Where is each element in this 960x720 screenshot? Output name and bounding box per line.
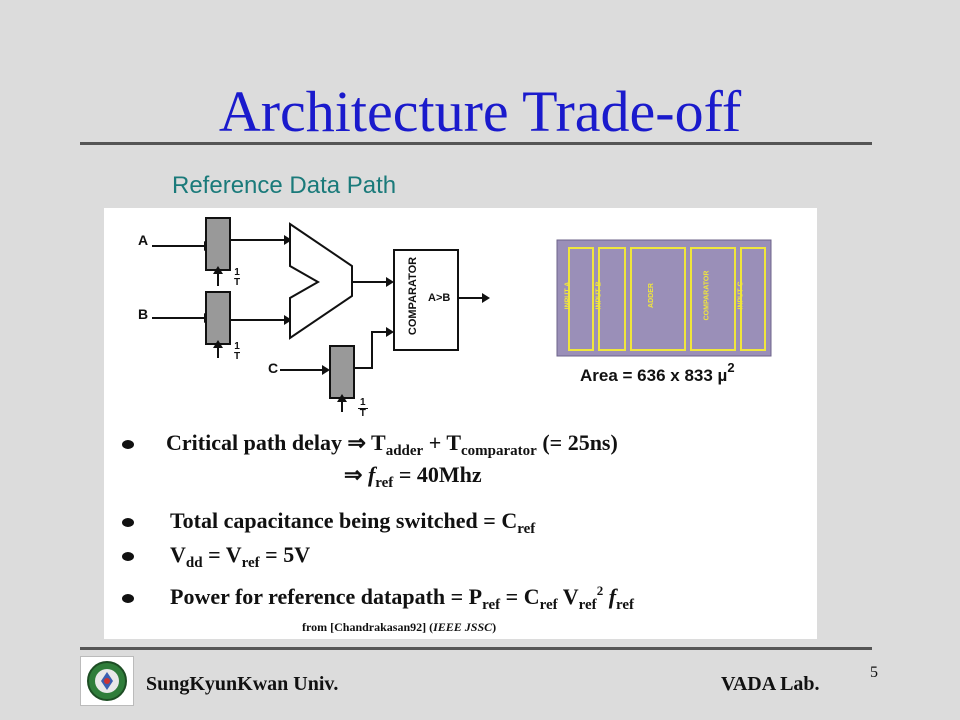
layout-block-input-c: INPUT C [737, 281, 745, 310]
text: = V [202, 542, 242, 567]
subscript: ref [482, 597, 501, 613]
layout-block-input-a: INPUT A [564, 281, 572, 310]
citation: from [Chandrakasan92] (IEEE JSSC) [302, 620, 496, 635]
text: = C [500, 584, 540, 609]
input-c-label: C [268, 360, 279, 376]
slide-title: Architecture Trade-off [218, 79, 742, 144]
text: = 5V [259, 542, 311, 567]
journal: IEEE JSSC [433, 620, 493, 634]
bullet-dot [122, 594, 134, 603]
comparator-op: A>B [428, 292, 451, 304]
layout-block-input-b: INPUT B [595, 281, 603, 310]
clock-c-num: 1 [358, 397, 368, 409]
subscript: ref [517, 521, 536, 537]
subscript: ref [616, 597, 635, 613]
text: + T [423, 430, 462, 455]
layout-block-adder: ADDER [647, 283, 655, 308]
clock-b-label: 1 T [234, 342, 240, 362]
footer-university: SungKyunKwan Univ. [146, 673, 339, 695]
text: Critical path delay ⇒ T [166, 430, 386, 455]
text: (= 25ns) [536, 430, 618, 455]
bullet-3-text: Vdd = Vref = 5V [170, 542, 311, 571]
bullet-1-line-1: Critical path delay ⇒ Tadder + Tcomparat… [166, 430, 618, 459]
subscript: dd [185, 555, 203, 571]
bullet-dot [122, 552, 134, 561]
university-logo [80, 656, 134, 706]
datapath-diagram [152, 217, 772, 412]
subscript: ref [539, 597, 558, 613]
clock-b-num: 1 [234, 341, 240, 352]
register-c [280, 327, 394, 412]
layout-block-comparator: COMPARATOR [703, 270, 711, 321]
bullet-dot [122, 518, 134, 527]
bullet-2-text: Total capacitance being switched = Cref [170, 508, 536, 537]
title-underline [80, 142, 872, 145]
register-a [152, 217, 292, 286]
frequency-symbol: f [603, 584, 617, 609]
text: V [170, 542, 186, 567]
subscript: comparator [461, 443, 537, 459]
subscript: adder [385, 443, 424, 459]
bullet-1-line-2: ⇒ fref = 40Mhz [344, 462, 482, 491]
frequency-symbol: f [367, 462, 376, 487]
reference-datapath-figure: A B C 1 T 1 T 1 T COMPARATOR A>B INPUT A… [104, 208, 817, 639]
input-b-label: B [138, 306, 149, 322]
superscript: 2 [596, 583, 604, 598]
text: = 40Mhz [393, 462, 482, 487]
slide-subtitle: Reference Data Path [172, 172, 397, 199]
text: Power for reference datapath = P [170, 584, 483, 609]
chip-layout [556, 239, 772, 357]
emblem-icon [87, 661, 127, 701]
text: from [Chandrakasan92] ( [302, 620, 434, 634]
adder [289, 222, 353, 340]
clock-a-label: 1 T [234, 268, 240, 288]
footer-rule [80, 647, 872, 650]
footer-lab: VADA Lab. [721, 673, 820, 695]
clock-c-den: T [359, 408, 366, 419]
subscript: ref [241, 555, 260, 571]
text: Total capacitance being switched = C [170, 508, 518, 533]
comparator-label: COMPARATOR [407, 256, 420, 336]
bullet-dot [122, 440, 134, 449]
clock-a-num: 1 [234, 267, 240, 278]
area-exponent: 2 [727, 360, 735, 375]
bullet-4-text: Power for reference datapath = Pref = Cr… [170, 583, 635, 613]
input-a-label: A [138, 232, 149, 248]
area-text: Area = 636 x 833 µ [580, 366, 728, 385]
clock-c-label: 1 T [358, 398, 368, 419]
register-b [152, 291, 292, 358]
area-label: Area = 636 x 833 µ2 [580, 360, 735, 386]
comparator-block [393, 249, 459, 351]
subscript: ref [375, 475, 394, 491]
page-number: 5 [870, 664, 878, 681]
text: ) [492, 620, 497, 634]
text: ⇒ [344, 462, 368, 487]
text: V [557, 584, 579, 609]
clock-a-den: T [234, 277, 241, 288]
subscript: ref [578, 597, 597, 613]
clock-b-den: T [234, 351, 241, 362]
